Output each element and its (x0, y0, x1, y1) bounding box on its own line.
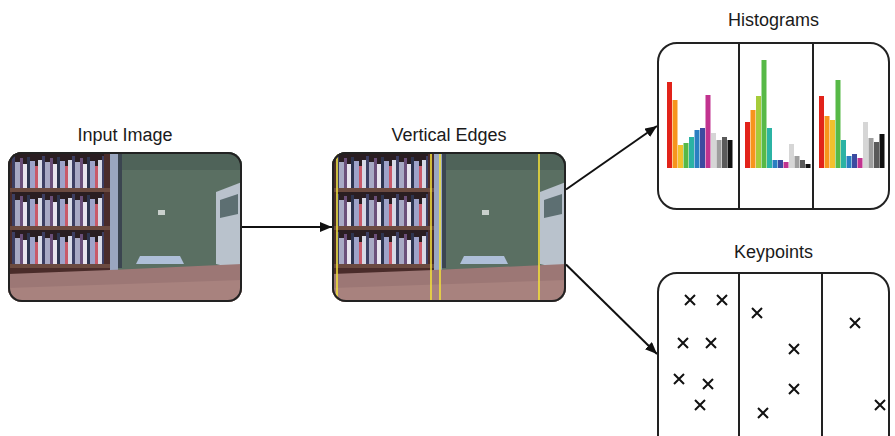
flow-arrow (566, 126, 657, 190)
flow-arrow (566, 265, 657, 355)
vertical-edge-lines (337, 152, 539, 302)
histogram-bars (667, 60, 885, 168)
keypoint-panel: Keypoints (657, 241, 890, 436)
image-panel: Vertical Edges (332, 124, 566, 302)
flow-arrow (242, 226, 332, 228)
panel-heading: Vertical Edges (332, 124, 566, 146)
keypoint-marks (674, 295, 885, 418)
edges-photo (332, 152, 566, 302)
panel-heading: Histograms (657, 9, 890, 31)
panel-frame (332, 152, 566, 302)
panel-frame (657, 272, 890, 436)
histogram-panel: Histograms (657, 9, 890, 210)
panel-heading: Keypoints (657, 241, 890, 263)
panel-frame (8, 152, 242, 302)
section-dividers (739, 42, 822, 436)
image-panel: Input Image (8, 124, 242, 302)
panel-heading: Input Image (8, 124, 242, 146)
panel-frame (657, 42, 890, 210)
input-photo (8, 152, 242, 302)
